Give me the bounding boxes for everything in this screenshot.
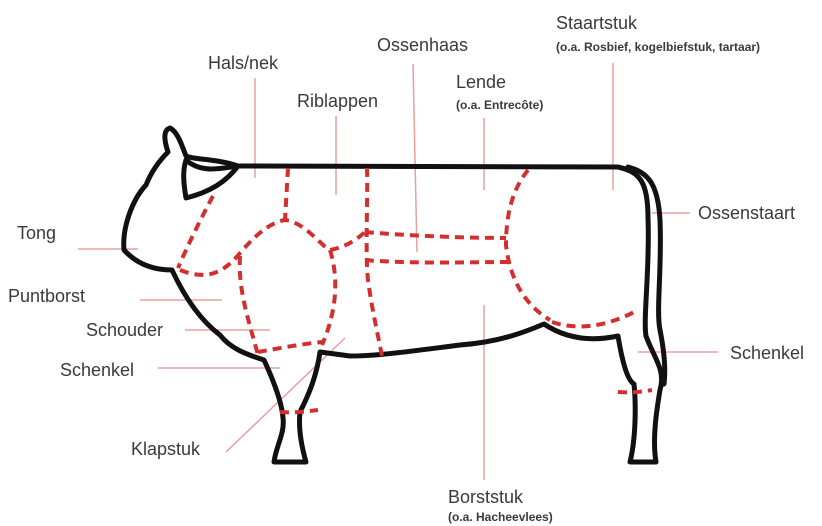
cut-rump-front <box>506 170 550 320</box>
label-staartstuk: Staartstuk <box>556 13 637 33</box>
cut-rump-bottom <box>552 310 638 326</box>
cut-shoulder-blade <box>180 220 365 275</box>
label-schenkel-hind: Schenkel <box>730 343 804 363</box>
cut-loin-bottom <box>365 260 512 263</box>
note-staartstuk: (o.a. Rosbief, kogelbiefstuk, tartaar) <box>556 40 760 54</box>
note-borststuk: (o.a. Hacheevlees) <box>448 510 553 524</box>
label-tong: Tong <box>17 223 56 243</box>
cut-foreleg-band <box>258 342 322 352</box>
label-borststuk: Borststuk <box>448 487 523 507</box>
label-schenkel-front: Schenkel <box>60 360 134 380</box>
cow-body-outline <box>124 128 662 462</box>
label-klapstuk: Klapstuk <box>131 439 200 459</box>
cut-neck-top <box>285 168 288 220</box>
label-ossenhaas: Ossenhaas <box>377 35 468 55</box>
label-lende: Lende <box>456 72 506 92</box>
cut-hindleg-band <box>618 390 652 392</box>
leader-ossenhaas <box>413 64 417 252</box>
label-riblappen: Riblappen <box>297 91 378 111</box>
label-hals-nek: Hals/nek <box>208 53 278 73</box>
cow-outline <box>124 128 665 462</box>
note-lende: (o.a. Entrecôte) <box>456 98 543 112</box>
cut-loin-top <box>365 232 506 238</box>
label-puntborst: Puntborst <box>8 286 85 306</box>
label-ossenstaart: Ossenstaart <box>698 203 795 223</box>
cut-shoulder-right <box>322 250 335 345</box>
cut-neck <box>178 196 213 268</box>
label-schouder: Schouder <box>86 320 163 340</box>
cut-foreleg-lower <box>280 410 318 412</box>
cut-shoulder-left <box>240 256 258 355</box>
cow-ear <box>184 160 238 198</box>
cut-lines <box>178 168 652 412</box>
